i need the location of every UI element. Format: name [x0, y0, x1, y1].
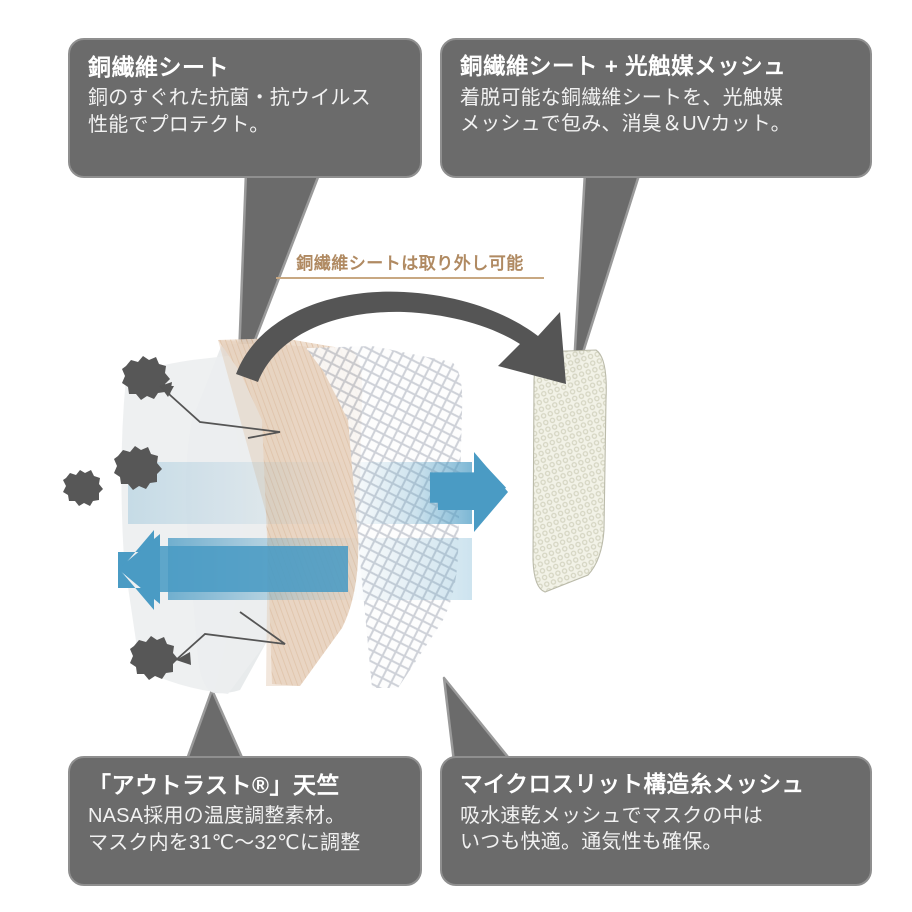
removable-sheet-caption-text: 銅繊維シートは取り外し可能: [296, 254, 524, 273]
removable-sheet-caption-underline: [276, 276, 544, 279]
rotation-arrow: [236, 291, 566, 384]
airflow-outward: [128, 452, 508, 532]
virus-particle: [114, 446, 162, 490]
virus-pointer-arrow-lower: [175, 611, 286, 665]
airflow-inward: [118, 530, 472, 610]
callout-title: 銅繊維シート + 光触媒メッシュ: [460, 54, 787, 79]
callout-outlast-jersey[interactable]: 「アウトラスト®」天竺 NASA採用の温度調整素材。 マスク内を31℃〜32℃に…: [68, 756, 422, 886]
callout-body: 銅のすぐれた抗菌・抗ウイルス 性能でプロテクト。: [88, 87, 371, 136]
callout-copper-fiber-sheet[interactable]: 銅繊維シート 銅のすぐれた抗菌・抗ウイルス 性能でプロテクト。: [68, 38, 422, 178]
layer-detached-photocatalyst-mesh: [532, 349, 607, 593]
virus-particle: [130, 636, 178, 680]
callout-body: NASA採用の温度調整素材。 マスク内を31℃〜32℃に調整: [88, 805, 361, 854]
callout-body: 吸水速乾メッシュでマスクの中は いつも快適。通気性も確保。: [460, 804, 763, 854]
callout-tail-bottom-right: [442, 676, 514, 764]
virus-particle: [63, 470, 103, 506]
callout-micro-slit-mesh[interactable]: マイクロスリット構造糸メッシュ 吸水速乾メッシュでマスクの中は いつも快適。通気…: [440, 756, 872, 886]
callout-title: マイクロスリット構造糸メッシュ: [460, 772, 805, 797]
callout-body: 着脱可能な銅繊維シートを、光触媒 メッシュで包み、消臭＆UVカット。: [460, 86, 791, 136]
callout-photocatalyst-mesh[interactable]: 銅繊維シート + 光触媒メッシュ 着脱可能な銅繊維シートを、光触媒 メッシュで包…: [440, 38, 872, 178]
callout-title: 銅繊維シート: [88, 54, 229, 80]
callout-title: 「アウトラスト®」天竺: [88, 772, 340, 798]
virus-particle: [122, 356, 170, 400]
removable-sheet-caption: 銅繊維シートは取り外し可能: [276, 254, 544, 279]
virus-pointer-arrow-upper: [159, 382, 281, 439]
callout-tail-bottom-left: [184, 688, 246, 764]
